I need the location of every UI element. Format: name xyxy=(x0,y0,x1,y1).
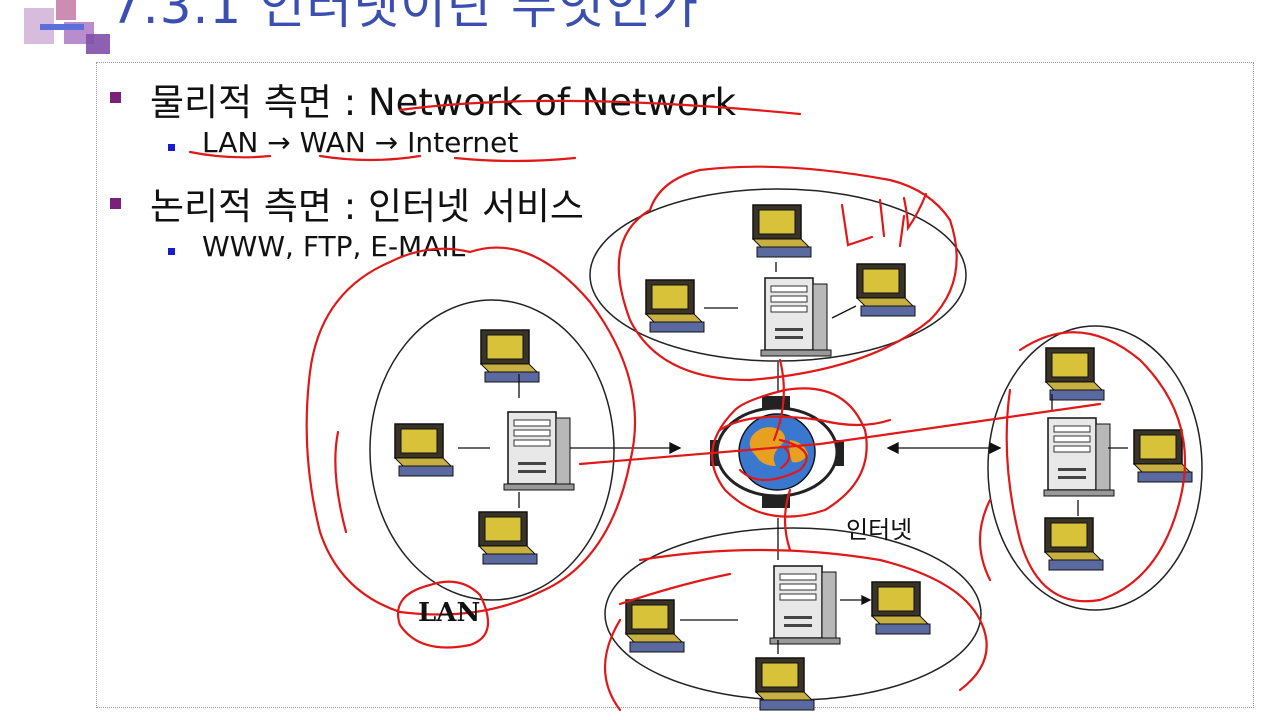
sub-bullet-marker xyxy=(168,144,175,151)
bullet-marker xyxy=(110,198,121,209)
bullet-logical: 논리적 측면 : 인터넷 서비스 xyxy=(150,185,584,228)
sub-bullet-services: WWW, FTP, E-MAIL xyxy=(202,230,466,263)
internet-label: 인터넷 xyxy=(846,516,913,544)
corner-decoration xyxy=(0,0,130,60)
content-frame xyxy=(96,62,1254,708)
sub-bullet-marker xyxy=(168,248,175,255)
lan-ellipse-right xyxy=(987,325,1203,611)
handwritten-annotations xyxy=(188,99,1187,712)
bullet-marker xyxy=(110,92,121,103)
sub-bullet-lan-wan: LAN → WAN → Internet xyxy=(202,126,519,159)
lan-ellipse-top xyxy=(589,188,967,362)
slide-title: 7.3.1 인터넷이란 무엇인가 xyxy=(110,0,700,35)
lan-ellipse-left xyxy=(369,299,615,601)
lan-label: LAN xyxy=(418,598,481,628)
